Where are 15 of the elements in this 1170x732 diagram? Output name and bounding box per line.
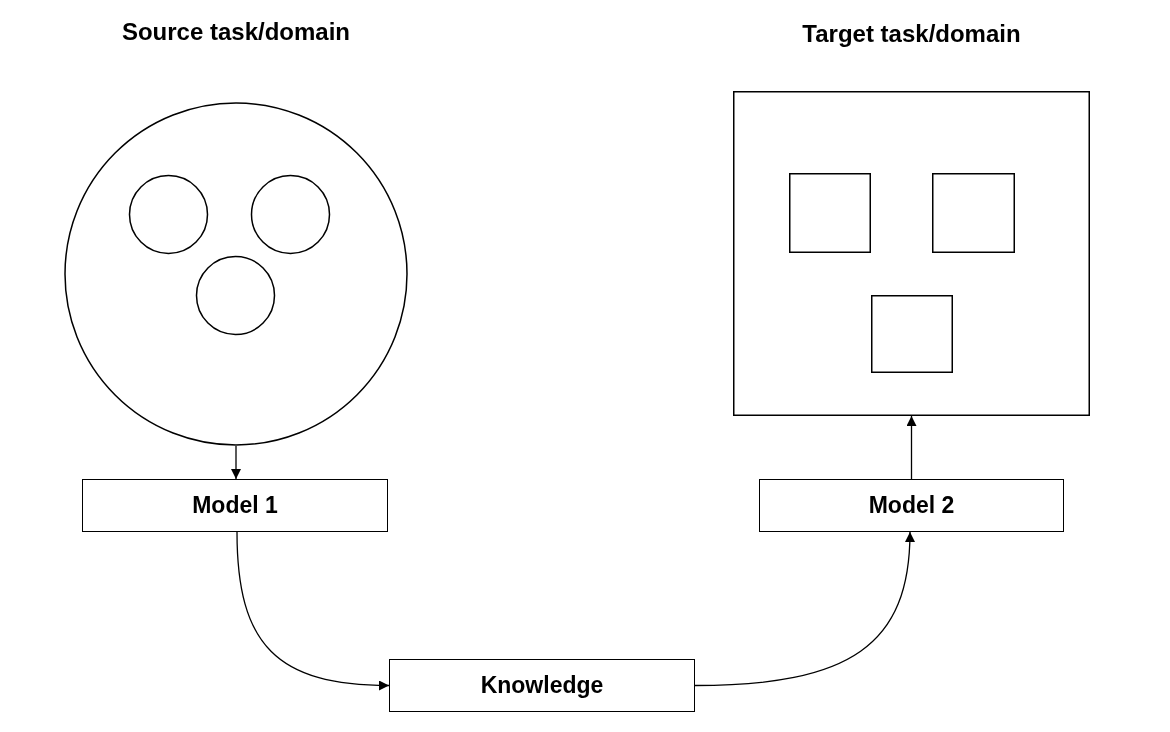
process-box: Model 1 (82, 479, 388, 532)
process-box: Knowledge (389, 659, 695, 712)
arrow (231, 445, 241, 480)
domain-heading: Target task/domain (801, 20, 1022, 48)
arrow (236, 531, 390, 691)
arrow (694, 531, 915, 687)
small-square (871, 295, 953, 373)
domain-heading: Source task/domain (120, 18, 352, 46)
small-circle (128, 174, 209, 255)
small-circle (250, 174, 331, 255)
small-square (789, 173, 871, 253)
small-square (932, 173, 1015, 253)
small-circle (195, 255, 276, 336)
process-box: Model 2 (759, 479, 1064, 532)
arrow (906, 415, 917, 480)
